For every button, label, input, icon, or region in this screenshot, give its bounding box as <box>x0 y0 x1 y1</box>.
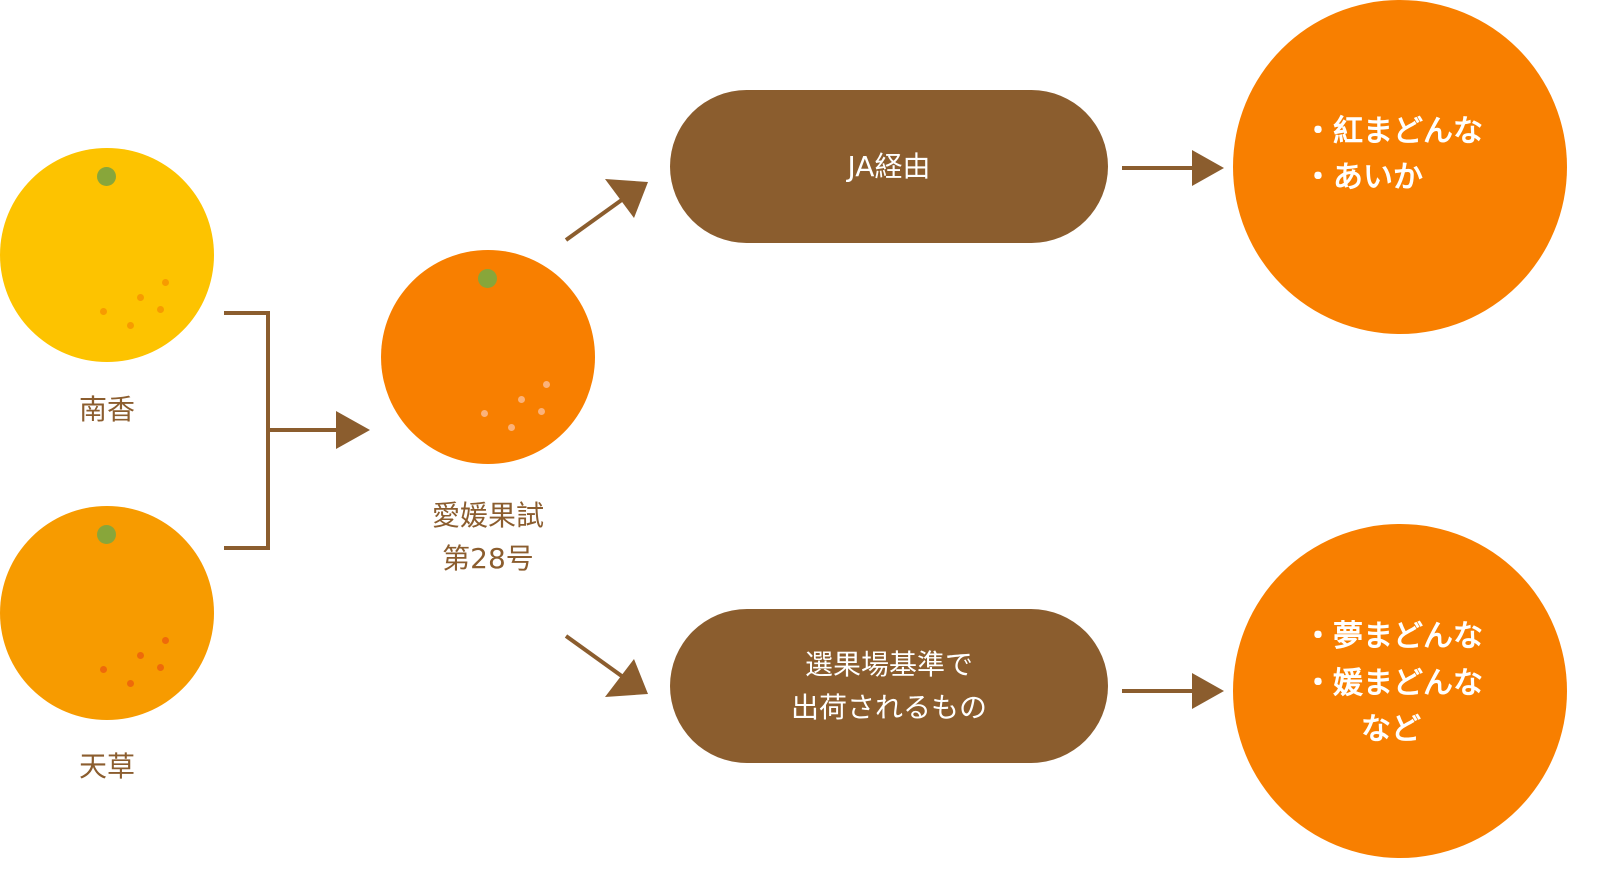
result2-arrow-head <box>1192 673 1224 709</box>
result-brands-sorting: ・夢まどんな ・媛まどんな など <box>1233 524 1567 858</box>
stem-icon <box>97 525 116 544</box>
brand-list-suffix: など <box>1361 712 1421 748</box>
ehime28-fruit-icon <box>381 250 595 464</box>
peel-dot <box>127 680 134 687</box>
nanko-fruit-icon <box>0 148 214 362</box>
brand-item: ・紅まどんな <box>1303 113 1483 149</box>
peel-dot <box>162 279 169 286</box>
peel-dot <box>157 664 164 671</box>
route-sorting-label-line1: 選果場基準で <box>804 647 973 681</box>
peel-dot <box>538 408 545 415</box>
peel-dot <box>100 666 107 673</box>
route1-arrow-line <box>564 192 632 242</box>
amakusa-fruit-icon <box>0 506 214 720</box>
brand-list: ・夢まどんな ・媛まどんな <box>1303 614 1483 707</box>
brand-item: ・夢まどんな <box>1303 619 1483 655</box>
peel-dot <box>137 652 144 659</box>
stem-icon <box>97 167 116 186</box>
peel-dot <box>508 424 515 431</box>
peel-dot <box>137 294 144 301</box>
route2-arrow-line <box>564 634 632 684</box>
brand-item: ・媛まどんな <box>1303 665 1483 701</box>
route-ja-label: JA経由 <box>847 149 931 183</box>
route1-arrow-head <box>605 179 648 218</box>
hybrid-label: 愛媛果試 第28号 <box>381 494 595 581</box>
peel-dot <box>100 308 107 315</box>
result1-arrow-head <box>1192 150 1224 186</box>
peel-dot <box>157 306 164 313</box>
hybrid-label-line1: 愛媛果試 <box>431 499 544 532</box>
result-brands-ja: ・紅まどんな ・あいか <box>1233 0 1567 334</box>
route-ja-pill: JA経由 <box>670 90 1108 243</box>
parent-label-nanko: 南香 <box>78 393 135 426</box>
route2-arrow-head <box>605 659 648 697</box>
hybrid-label-line2: 第28号 <box>442 542 534 576</box>
brand-list: ・紅まどんな ・あいか <box>1303 109 1483 202</box>
peel-dot <box>481 410 488 417</box>
stem-icon <box>478 269 497 288</box>
peel-dot <box>543 381 550 388</box>
peel-dot <box>162 637 169 644</box>
peel-dot <box>518 396 525 403</box>
parent-label-amakusa: 天草 <box>78 750 135 783</box>
parents-bracket <box>224 311 270 550</box>
route-sorting-pill: 選果場基準で 出荷されるもの <box>670 609 1108 763</box>
brand-item: ・あいか <box>1303 160 1423 195</box>
cross-arrow-head <box>336 411 370 449</box>
peel-dot <box>127 322 134 329</box>
route-sorting-label-line2: 出荷されるもの <box>790 691 987 724</box>
